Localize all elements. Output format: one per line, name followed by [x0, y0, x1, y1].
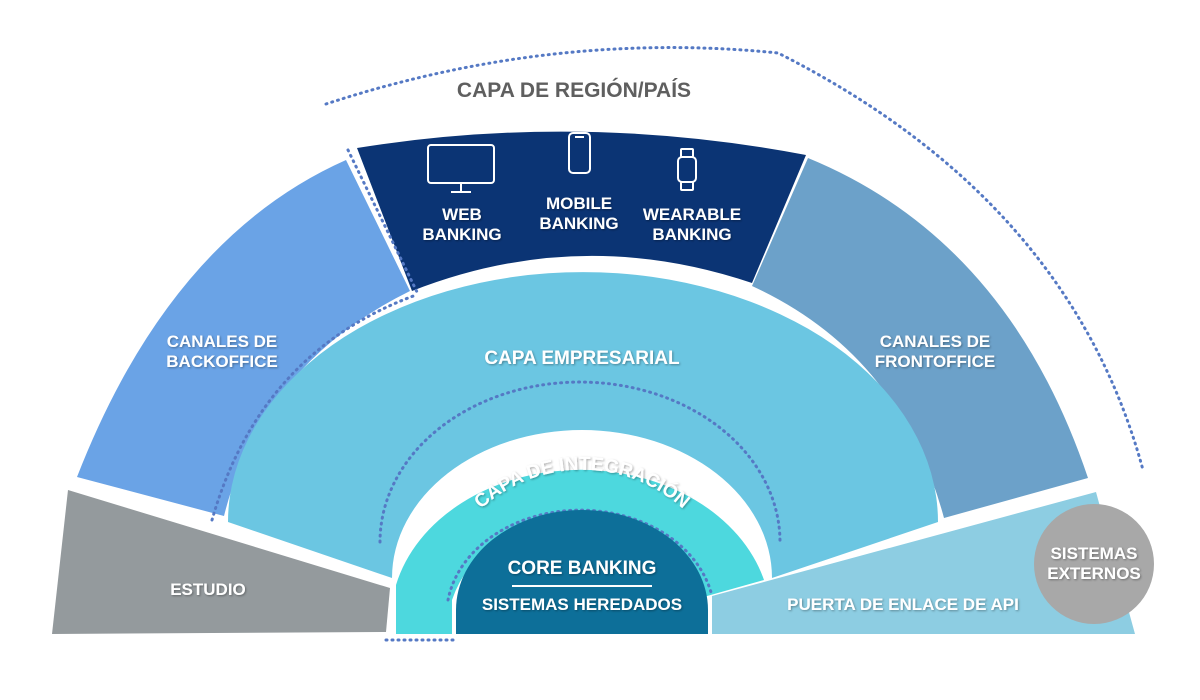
separator-dots-left [346, 148, 419, 294]
wearable-banking-line1: WEARABLE [643, 205, 741, 224]
digital-channels-segment[interactable] [357, 131, 806, 291]
backoffice-segment[interactable] [77, 160, 410, 516]
wearable-banking-line2: BANKING [652, 225, 731, 244]
backoffice-label-line2: BACKOFFICE [166, 352, 277, 371]
integration-layer-segment[interactable] [396, 469, 764, 634]
backoffice-label-line1: CANALES DE [167, 332, 278, 351]
studio-segment[interactable] [52, 490, 390, 634]
smartphone-icon [568, 132, 591, 174]
mobile-banking-line2: BANKING [539, 214, 618, 233]
business-layer-label: CAPA EMPRESARIAL [484, 348, 680, 369]
external-systems-line1: SISTEMAS [1051, 544, 1138, 563]
web-banking-line2: BANKING [422, 225, 501, 244]
studio-label: ESTUDIO [170, 580, 246, 599]
frontoffice-segment[interactable] [752, 158, 1088, 518]
integration-outer-dots [378, 380, 782, 544]
frontoffice-label-line2: FRONTOFFICE [875, 352, 996, 371]
region-layer-outline [324, 46, 1145, 472]
monitor-icon [427, 144, 495, 193]
frontoffice-label-line1: CANALES DE [880, 332, 991, 351]
web-banking-line1: WEB [442, 205, 482, 224]
core-banking-segment[interactable] [456, 510, 708, 634]
core-banking-title: CORE BANKING [508, 558, 657, 579]
smartwatch-icon [677, 148, 697, 191]
mobile-banking-line1: MOBILE [546, 194, 612, 213]
external-systems-circle[interactable] [1034, 504, 1154, 624]
api-gateway-segment[interactable] [712, 492, 1135, 634]
external-systems-line2: EXTERNOS [1047, 564, 1141, 583]
api-gateway-label: PUERTA DE ENLACE DE API [787, 595, 1019, 614]
core-banking-subtitle: SISTEMAS HEREDADOS [482, 595, 682, 614]
business-layer-segment[interactable] [228, 272, 938, 578]
region-layer-label: CAPA DE REGIÓN/PAÍS [457, 78, 691, 102]
